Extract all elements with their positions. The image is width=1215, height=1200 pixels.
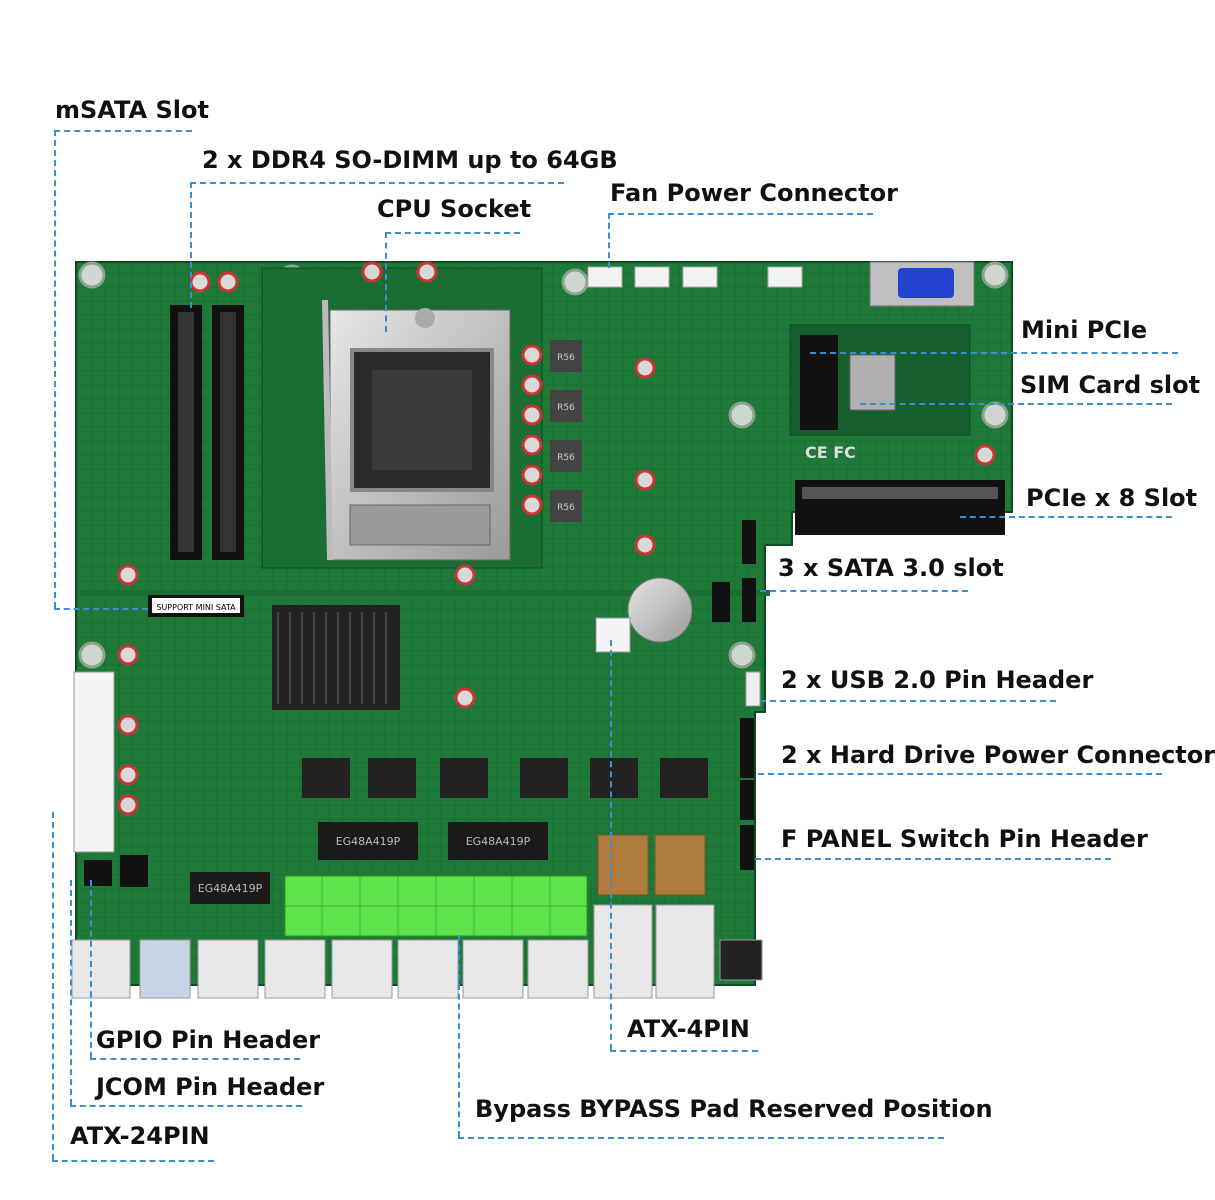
label-sata: 3 x SATA 3.0 slot [778,554,1004,582]
leader-line [608,213,610,268]
inductor-label: R56 [557,353,575,363]
leader-line [458,1137,944,1139]
leader-line [70,880,72,1105]
atx-24pin-connector [73,671,115,853]
leader-line [810,352,1178,354]
cmos-battery [627,577,693,643]
msata-silkscreen: SUPPORT MINI SATA [156,603,236,612]
gpio-header [120,855,148,887]
leader-line [960,516,1172,518]
atx-4pin-connector [595,617,631,653]
leader-line [190,182,192,308]
lan-chip-label: EG48A419P [466,835,531,848]
lan-chip-label: EG48A419P [336,835,401,848]
leader-line [458,935,460,1137]
hdd-power-connectors [740,718,754,820]
usb-pin-header [745,671,761,707]
msata-slot: SUPPORT MINI SATA [148,595,244,617]
label-mini-pcie: Mini PCIe [1021,316,1148,344]
leader-line [385,232,387,332]
ddr4-sodimm-slots [170,305,244,560]
vrm-inductors: R56 R56 R56 R56 [550,340,582,522]
lan-controllers: EG48A419P EG48A419P EG48A419P [190,758,708,904]
label-f-panel: F PANEL Switch Pin Header [781,825,1148,853]
leader-line [90,880,92,1058]
label-bypass: Bypass BYPASS Pad Reserved Position [475,1095,993,1123]
inductor-label: R56 [557,503,575,513]
chipset-heatsink [272,605,400,710]
lan-chip-label: EG48A419P [198,882,263,895]
bypass-pad-area [284,875,588,937]
pcie-x8-slot [795,480,1005,535]
leader-line [54,130,56,608]
inductor-label: R56 [557,403,575,413]
cpu-socket [261,267,543,569]
leader-line [54,608,148,610]
leader-line [760,590,968,592]
io-ports [71,904,763,999]
mini-pcie-slot [789,324,971,436]
label-hdd-power: 2 x Hard Drive Power Connector [781,741,1215,769]
label-ddr4: 2 x DDR4 SO-DIMM up to 64GB [202,146,618,174]
label-msata-slot: mSATA Slot [55,96,209,124]
inductor-label: R56 [557,453,575,463]
label-cpu-socket: CPU Socket [377,195,532,223]
jcom-header [84,860,112,886]
capacitors [117,261,996,816]
label-gpio: GPIO Pin Header [96,1026,321,1054]
leader-line [190,182,564,184]
leader-line [758,773,1162,775]
label-atx-4pin: ATX-4PIN [627,1015,750,1043]
cert-marks: CE FC [805,443,856,462]
label-pcie-x8: PCIe x 8 Slot [1026,484,1198,512]
vga-port [869,261,975,307]
leader-line [385,232,520,234]
leader-line [54,130,192,132]
sim-card-slot [849,354,896,411]
leader-line [755,858,1111,860]
leader-line [70,1105,302,1107]
label-usb-header: 2 x USB 2.0 Pin Header [781,666,1094,694]
fan-connectors [587,266,803,288]
leader-line [608,213,873,215]
label-jcom: JCOM Pin Header [96,1073,325,1101]
leader-line [610,640,612,1050]
leader-line [52,812,54,1160]
f-panel-header [740,825,754,870]
label-atx-24pin: ATX-24PIN [70,1122,210,1150]
leader-line [52,1160,214,1162]
leader-line [90,1058,300,1060]
label-fan-power: Fan Power Connector [610,179,898,207]
sfp-cages [597,834,706,896]
label-sim-card: SIM Card slot [1020,371,1201,399]
sata-ports [712,520,756,622]
leader-line [860,403,1172,405]
leader-line [610,1050,758,1052]
leader-line [760,700,1056,702]
